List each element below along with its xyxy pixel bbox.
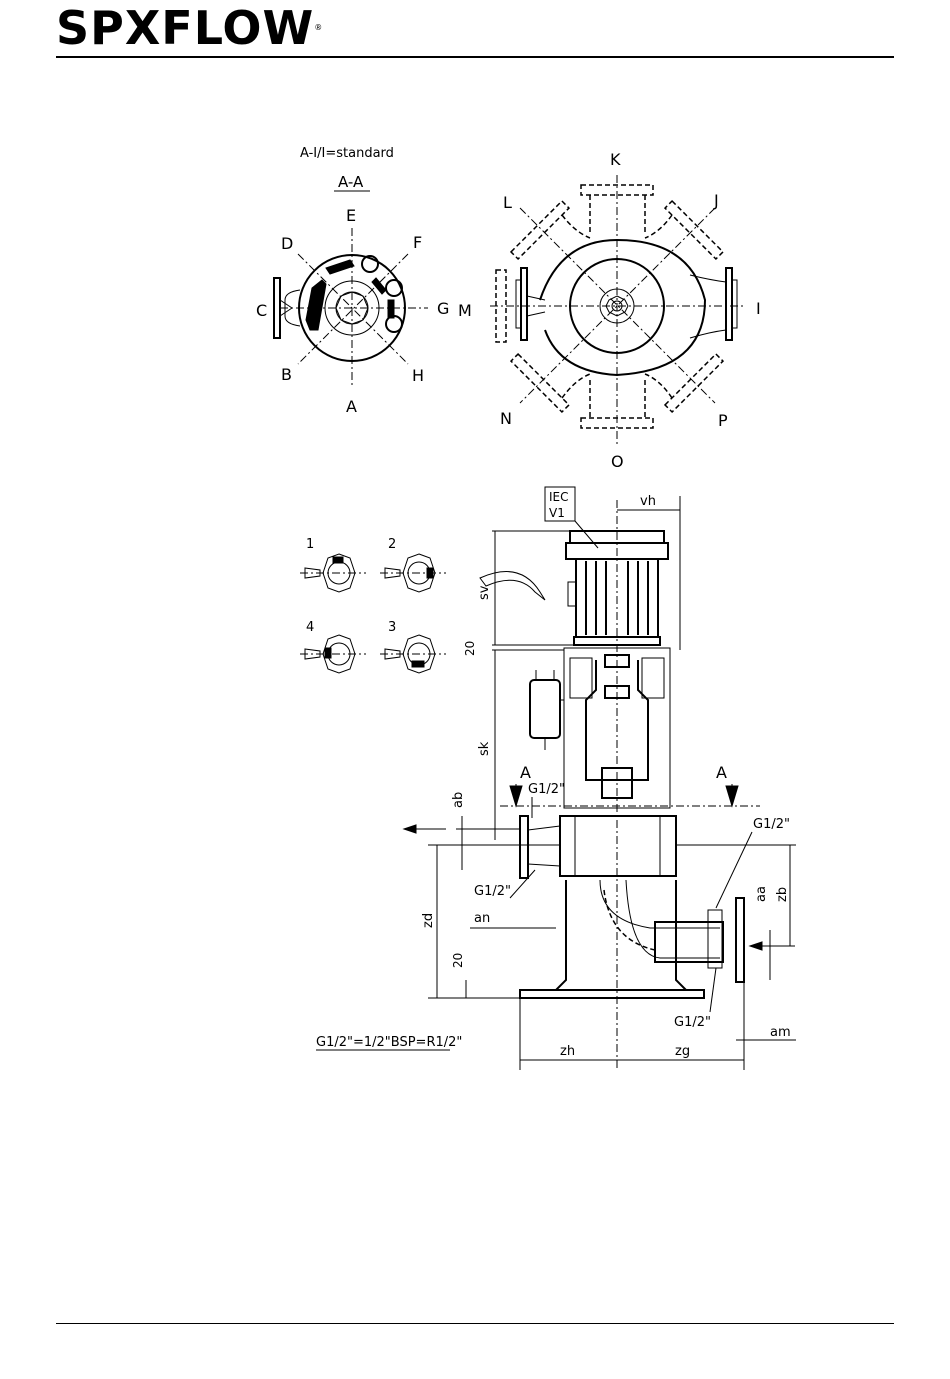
dim-zb: zb (775, 887, 790, 902)
dim-am: am (770, 1025, 791, 1040)
pos-p: P (718, 411, 728, 430)
pos-g: G (437, 299, 449, 318)
discharge-flange (520, 816, 528, 878)
motor-mount: V1 (549, 506, 565, 520)
suction-hidden (604, 890, 655, 950)
alt-flange-p (665, 354, 723, 412)
dim-an: an (474, 911, 490, 926)
pos-e: E (346, 206, 356, 225)
thread-note: G1/2"=1/2"BSP=R1/2" (316, 1035, 462, 1050)
lantern-window-right (642, 658, 664, 698)
pump-pedestal (520, 880, 700, 990)
variant-1-label: 1 (306, 537, 314, 552)
inlet-m-line (527, 296, 545, 300)
port-leader-2 (716, 832, 752, 908)
top-view: K L J M I N P O (458, 150, 761, 471)
port-circle-2 (386, 280, 402, 296)
pos-l: L (503, 193, 512, 212)
suction-arrow-head (750, 942, 762, 950)
dim-vh: vh (640, 494, 656, 509)
variant-2-label: 2 (388, 537, 396, 552)
port-leader-4 (710, 968, 716, 1012)
pos-b: B (281, 365, 292, 384)
pos-a: A (346, 397, 357, 416)
seal-pot (530, 680, 560, 738)
pos-k: K (610, 150, 621, 169)
variant-2: 2 (380, 537, 446, 592)
pos-o: O (611, 452, 624, 471)
suction-flange (736, 898, 744, 982)
slot-e (326, 260, 354, 274)
section-label: A-A (338, 173, 364, 191)
flange-m (521, 268, 527, 340)
variant-4: 4 (300, 620, 366, 673)
terminal-box (568, 582, 576, 606)
inlet-m-line (527, 312, 545, 316)
dim-20-bottom: 20 (451, 953, 465, 968)
base-plate (520, 990, 704, 998)
discharge-arrow-head (404, 825, 416, 833)
flange-i (726, 268, 732, 340)
dim-zg: zg (675, 1044, 690, 1059)
port-label-3: G1/2" (474, 884, 511, 899)
discharge-nozzle (528, 826, 560, 866)
side-view: IEC V1 (316, 487, 796, 1070)
variant-3-label: 3 (388, 620, 396, 635)
pos-i: I (756, 299, 761, 318)
pos-d: D (281, 234, 293, 253)
section-a-right: A (716, 763, 727, 782)
standard-note: A-I/I=standard (300, 146, 394, 161)
section-arrow-left-head (510, 786, 522, 806)
pump-casing (560, 816, 676, 876)
pos-h: H (412, 366, 424, 385)
section-a-a-view: A-I/I=standard A-A (256, 146, 449, 416)
pos-j: J (713, 191, 719, 210)
lantern-window-left (570, 658, 592, 698)
pos-m: M (458, 301, 472, 320)
variant-3: 3 (380, 620, 446, 673)
dim-sv: sv (477, 585, 492, 600)
variant-1: 1 (300, 537, 366, 592)
slot-f (372, 278, 386, 294)
pos-c: C (256, 301, 267, 320)
rotation-variants: 1 2 4 (300, 537, 446, 673)
port-label-4: G1/2" (674, 1015, 711, 1030)
variant-4-slot (325, 648, 331, 658)
variant-1-slot (333, 557, 343, 563)
motor-standard: IEC (549, 490, 569, 504)
port-label-2: G1/2" (753, 817, 790, 832)
slot-d (306, 280, 326, 330)
inlet-flange (274, 278, 280, 338)
dim-sk: sk (477, 741, 492, 756)
inlet-line (280, 300, 292, 308)
dim-zh: zh (560, 1044, 575, 1059)
section-a-left: A (520, 763, 531, 782)
dim-ab: ab (451, 792, 466, 808)
variant-4-label: 4 (306, 620, 314, 635)
variant-3-slot (412, 661, 424, 667)
dim-zd: zd (421, 913, 436, 928)
alt-flange-l (511, 201, 569, 259)
section-arrow-right-head (726, 786, 738, 806)
port-label-1: G1/2" (528, 782, 565, 797)
suction-bend (600, 880, 720, 958)
pos-f: F (413, 233, 422, 252)
pos-n: N (500, 409, 512, 428)
port-leader-3 (510, 870, 535, 898)
dim-20-top: 20 (463, 641, 477, 656)
dim-aa: aa (754, 886, 769, 902)
suction-collar (708, 910, 722, 968)
inlet-line (280, 308, 292, 316)
